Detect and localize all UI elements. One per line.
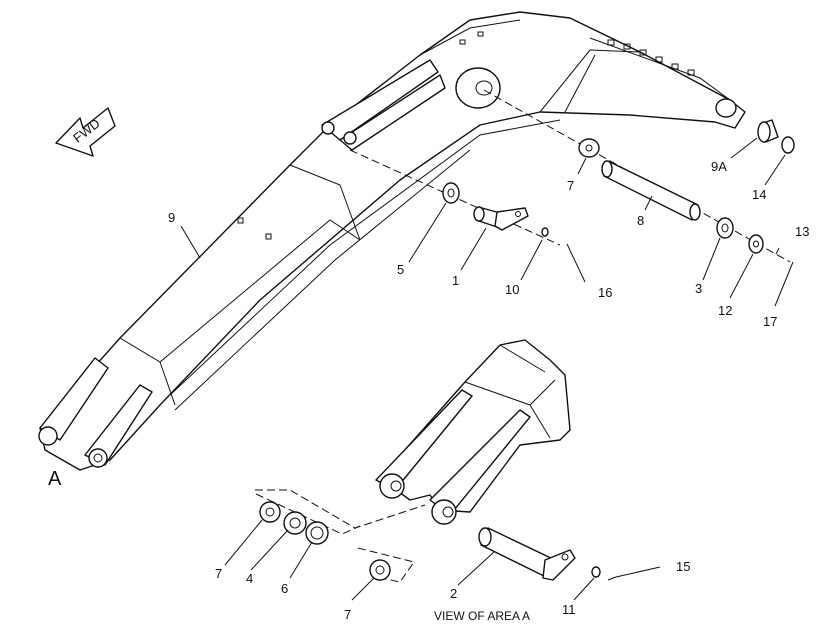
part-14-seal bbox=[781, 136, 795, 154]
callout-6: 6 bbox=[281, 581, 288, 596]
callout-5: 5 bbox=[397, 262, 404, 277]
callout-7-upper: 7 bbox=[567, 178, 574, 193]
part-1-pin bbox=[473, 206, 529, 231]
fwd-arrow-icon bbox=[55, 107, 116, 157]
part-2-pin bbox=[478, 527, 576, 581]
part-7-washer-left bbox=[259, 501, 281, 523]
part-9a-bushing bbox=[757, 119, 779, 143]
callout-14: 14 bbox=[752, 187, 766, 202]
callout-9a: 9A bbox=[711, 159, 727, 174]
callout-17: 17 bbox=[763, 314, 777, 329]
callout-2: 2 bbox=[450, 586, 457, 601]
callout-8: 8 bbox=[637, 213, 644, 228]
part-6-shim bbox=[305, 521, 329, 545]
view-marker-a: A bbox=[48, 468, 62, 490]
callout-9: 9 bbox=[168, 210, 175, 225]
callout-15: 15 bbox=[676, 559, 690, 574]
callout-3: 3 bbox=[695, 281, 702, 296]
callout-1: 1 bbox=[452, 273, 459, 288]
part-12-washer bbox=[748, 234, 764, 254]
view-caption: VIEW OF AREA A bbox=[434, 609, 530, 623]
stick-assembly bbox=[38, 11, 746, 471]
part-5-washer bbox=[442, 182, 460, 204]
callout-10: 10 bbox=[505, 282, 519, 297]
part-4-washer bbox=[283, 511, 307, 535]
callout-16: 16 bbox=[598, 285, 612, 300]
part-11-bolt bbox=[591, 566, 601, 578]
part-10-bolt bbox=[541, 227, 549, 237]
forward-direction-arrow: FWD bbox=[55, 107, 116, 157]
callout-7-left: 7 bbox=[215, 566, 222, 581]
part-3-washer bbox=[716, 217, 734, 239]
part-8-pin bbox=[601, 160, 701, 221]
part-7-washer-upper bbox=[578, 138, 600, 158]
callout-11: 11 bbox=[562, 602, 576, 617]
detail-view-area-a bbox=[255, 339, 617, 583]
callout-7-lower: 7 bbox=[344, 607, 351, 622]
callout-4: 4 bbox=[246, 571, 253, 586]
callout-12: 12 bbox=[718, 303, 732, 318]
callout-13: 13 bbox=[795, 224, 809, 239]
part-7-washer-lower bbox=[369, 559, 391, 581]
